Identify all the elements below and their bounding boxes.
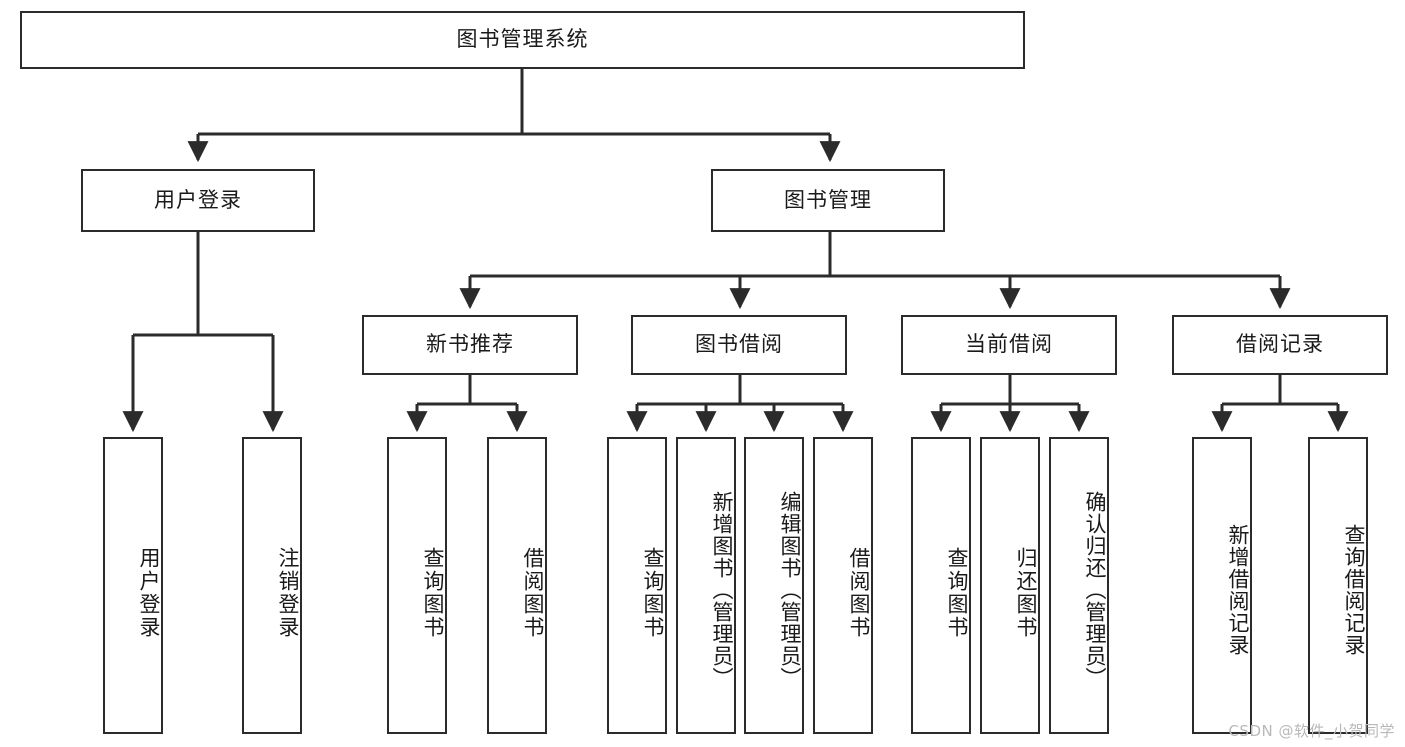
node-label: 当前借阅	[965, 332, 1053, 357]
node-label: 新书推荐	[426, 332, 514, 357]
node-label: 新增借阅记录	[1226, 523, 1250, 656]
leaf-book-borrow-query[interactable]: 查询图书	[607, 437, 667, 734]
node-label: 查询图书	[641, 546, 665, 639]
node-label: 借阅图书	[847, 546, 871, 639]
node-new-book-recommend[interactable]: 新书推荐	[362, 315, 578, 375]
node-book-borrow[interactable]: 图书借阅	[631, 315, 847, 375]
node-label: 图书管理	[784, 187, 872, 212]
node-current-borrow[interactable]: 当前借阅	[901, 315, 1117, 375]
leaf-user-login-logout[interactable]: 注销登录	[242, 437, 302, 734]
node-label: 确认归还（管理员）	[1083, 490, 1107, 689]
node-label: 用户登录	[154, 187, 242, 212]
node-root-system[interactable]: 图书管理系统	[20, 11, 1025, 69]
node-label: 图书借阅	[695, 332, 783, 357]
leaf-user-login-login[interactable]: 用户登录	[103, 437, 163, 734]
leaf-borrow-record-query[interactable]: 查询借阅记录	[1308, 437, 1368, 734]
leaf-book-borrow-borrow[interactable]: 借阅图书	[813, 437, 873, 734]
node-label: 编辑图书（管理员）	[778, 490, 802, 689]
node-borrow-record[interactable]: 借阅记录	[1172, 315, 1388, 375]
node-book-management[interactable]: 图书管理	[711, 169, 945, 232]
node-label: 用户登录	[137, 546, 161, 639]
leaf-new-book-borrow[interactable]: 借阅图书	[487, 437, 547, 734]
node-label: 借阅记录	[1236, 332, 1324, 357]
node-label: 查询借阅记录	[1342, 523, 1366, 656]
leaf-borrow-record-add[interactable]: 新增借阅记录	[1192, 437, 1252, 734]
leaf-book-borrow-add[interactable]: 新增图书（管理员）	[676, 437, 736, 734]
node-label: 借阅图书	[521, 546, 545, 639]
leaf-current-borrow-query[interactable]: 查询图书	[911, 437, 971, 734]
leaf-current-borrow-return[interactable]: 归还图书	[980, 437, 1040, 734]
node-label: 归还图书	[1014, 546, 1038, 639]
leaf-new-book-query[interactable]: 查询图书	[387, 437, 447, 734]
node-label: 图书管理系统	[456, 27, 589, 52]
leaf-current-borrow-confirm[interactable]: 确认归还（管理员）	[1049, 437, 1109, 734]
node-label: 新增图书（管理员）	[710, 490, 734, 689]
node-label: 注销登录	[276, 546, 300, 639]
node-label: 查询图书	[945, 546, 969, 639]
leaf-book-borrow-edit[interactable]: 编辑图书（管理员）	[744, 437, 804, 734]
node-label: 查询图书	[421, 546, 445, 639]
node-user-login[interactable]: 用户登录	[81, 169, 315, 232]
watermark-text: CSDN @软件_小贺同学	[1228, 722, 1395, 740]
